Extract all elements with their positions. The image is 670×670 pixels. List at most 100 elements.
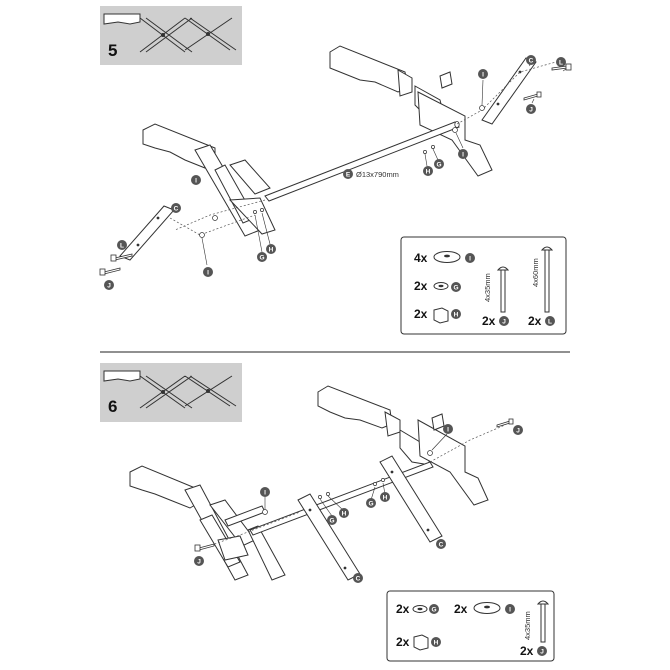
step-5-front-arm <box>142 123 276 237</box>
badge-j: J <box>194 556 204 566</box>
badge-h: H <box>380 492 390 502</box>
badge-h: H <box>266 244 276 254</box>
step-6-guide-right <box>429 424 506 463</box>
svg-text:I: I <box>447 426 449 433</box>
qty-bolt-short: 2x <box>482 314 496 328</box>
svg-text:J: J <box>107 282 111 289</box>
qty-nut: 2x <box>414 307 428 321</box>
svg-text:G: G <box>329 517 334 524</box>
badge-l: L <box>556 57 566 67</box>
svg-text:H: H <box>342 510 347 517</box>
svg-text:H: H <box>269 246 274 253</box>
svg-text:C: C <box>356 575 361 582</box>
svg-text:C: C <box>439 541 444 548</box>
step-6-backrest <box>317 385 489 506</box>
badge-i: I <box>458 149 468 159</box>
step-6-bolt-j-left <box>194 543 215 552</box>
qty-bolt-short: 2x <box>520 644 534 658</box>
badge-j: J <box>104 280 114 290</box>
badge-j: J <box>537 646 547 656</box>
washer-small-icon <box>412 605 428 613</box>
step-6-slat-right <box>379 455 443 543</box>
step-6-bolt-j-right <box>496 418 514 428</box>
step-5-rail-right <box>456 57 557 125</box>
badge-i: I <box>505 604 515 614</box>
badge-g: G <box>327 515 337 525</box>
nut-icon <box>433 307 449 324</box>
svg-text:C: C <box>529 57 534 64</box>
badge-c: C <box>436 539 446 549</box>
step-6-badges: I I J J G H G H C C <box>194 424 523 583</box>
step-6: 6 <box>100 363 555 662</box>
badge-g: G <box>366 498 376 508</box>
badge-l: L <box>545 316 555 326</box>
badge-g: G <box>434 159 444 169</box>
step-6-front-arm <box>129 465 286 581</box>
svg-text:J: J <box>529 106 533 113</box>
svg-text:L: L <box>120 242 124 249</box>
step-5-badges: I C L J I G H I C L J I G H E <box>104 55 566 290</box>
washer-large-icon <box>433 251 461 263</box>
step-5-bolt-l-left <box>110 253 133 262</box>
svg-text:L: L <box>559 59 563 66</box>
step-5-number: 5 <box>108 41 117 60</box>
svg-text:H: H <box>426 168 431 175</box>
rod-dimension-label: Ø13x790mm <box>356 170 399 179</box>
nut-icon <box>413 634 429 651</box>
bolt-short-icon <box>496 266 510 313</box>
step-5: 5 <box>99 6 572 335</box>
svg-text:G: G <box>431 606 436 613</box>
badge-l: L <box>117 240 127 250</box>
badge-h: H <box>451 309 461 319</box>
step-5-bolt-j-right <box>523 91 542 101</box>
washer-large-icon <box>473 602 501 614</box>
badge-i: I <box>443 424 453 434</box>
badge-i: I <box>260 487 270 497</box>
step-5-washers <box>199 105 485 238</box>
qty-nut: 2x <box>396 635 410 649</box>
bolt-short-size: 4x35mm <box>523 611 532 640</box>
svg-text:G: G <box>453 284 458 291</box>
svg-text:J: J <box>197 558 201 565</box>
bolt-short-icon <box>536 600 550 643</box>
badge-h: H <box>339 508 349 518</box>
qty-bolt-long: 2x <box>528 314 542 328</box>
step-6-parts-box: 2x G 2x I 2x H 4x35mm <box>386 590 555 662</box>
svg-text:E: E <box>346 171 351 178</box>
step-6-header: 6 <box>100 363 242 422</box>
badge-c: C <box>171 203 181 213</box>
qty-washer-large: 2x <box>454 602 468 616</box>
bolt-long-icon <box>540 246 554 313</box>
svg-text:I: I <box>195 177 197 184</box>
step-6-slat-left <box>297 493 361 581</box>
badge-j: J <box>499 316 509 326</box>
washer-small-icon <box>433 282 449 290</box>
step-5-parts-box: 4x I 2x G 2x H 4x35mm <box>400 236 567 335</box>
qty-washer-large: 4x <box>414 251 428 265</box>
svg-text:H: H <box>454 311 459 318</box>
step-6-number: 6 <box>108 397 117 416</box>
svg-text:C: C <box>174 205 179 212</box>
step-6-washers <box>262 450 433 515</box>
badge-i: I <box>465 253 475 263</box>
badge-g: G <box>429 604 439 614</box>
svg-text:I: I <box>509 606 511 613</box>
bolt-long-size: 4x60mm <box>531 258 540 287</box>
step-6-guide-left <box>202 511 301 549</box>
svg-text:H: H <box>383 494 388 501</box>
svg-text:G: G <box>259 254 264 261</box>
qty-washer-small: 2x <box>396 602 410 616</box>
svg-text:L: L <box>548 318 552 325</box>
badge-j: J <box>526 104 536 114</box>
step-6-leaders <box>264 433 448 517</box>
bolt-short-size: 4x35mm <box>483 273 492 302</box>
svg-text:H: H <box>434 639 439 646</box>
svg-text:G: G <box>436 161 441 168</box>
qty-washer-small: 2x <box>414 279 428 293</box>
svg-text:J: J <box>540 648 544 655</box>
badge-g: G <box>257 252 267 262</box>
badge-g: G <box>451 282 461 292</box>
step-5-thumbnail <box>103 13 237 53</box>
badge-h: H <box>431 637 441 647</box>
